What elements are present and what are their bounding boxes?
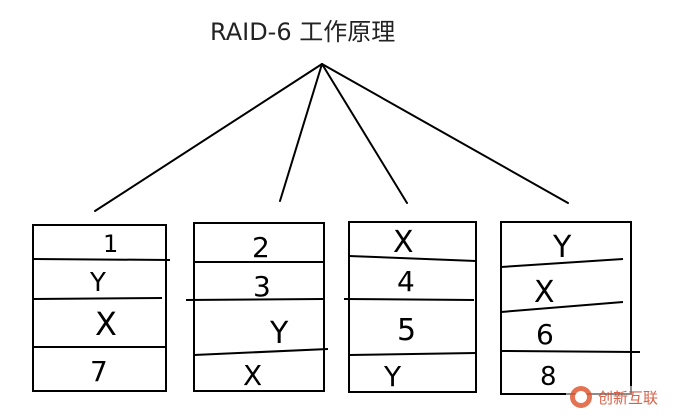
connector-line-disk-4 bbox=[321, 63, 569, 204]
disk-1 bbox=[32, 224, 171, 392]
disk-1-block-1: 1 bbox=[103, 230, 118, 258]
disk-2-blocks: 2 3 Y X bbox=[243, 231, 289, 392]
diagram-title-wrap: RAID-6 工作原理 bbox=[0, 10, 676, 46]
connector-line-disk-3 bbox=[321, 63, 408, 204]
connector-line-disk-2 bbox=[279, 63, 323, 202]
disk-1-block-4: 7 bbox=[90, 355, 108, 388]
disk-1-block-2: Y bbox=[89, 268, 106, 298]
connector-line-disk-1 bbox=[94, 63, 323, 212]
disk-4-block-1: Y bbox=[552, 230, 572, 265]
disk-3-blocks: X 4 5 Y bbox=[383, 225, 416, 393]
disk-1-blocks: 1 Y X 7 bbox=[89, 230, 118, 388]
disk-2-block-4: X bbox=[243, 359, 262, 392]
disk-4-blocks: Y X 6 8 bbox=[534, 230, 572, 392]
disk-4-block-4: 8 bbox=[540, 362, 557, 392]
disk-3-block-4: Y bbox=[383, 360, 402, 393]
disk-4-block-3: 6 bbox=[536, 318, 554, 351]
disk-3-block-2: 4 bbox=[397, 265, 415, 298]
disk-3-block-3: 5 bbox=[397, 313, 416, 348]
disk-3-block-1: X bbox=[393, 225, 414, 260]
disk-3 bbox=[343, 221, 477, 393]
disk-2-block-1: 2 bbox=[252, 231, 270, 264]
diagram-title: RAID-6 工作原理 bbox=[210, 18, 396, 46]
disk-1-block-3: X bbox=[95, 305, 117, 343]
disk-4 bbox=[500, 221, 641, 395]
disk-2-block-2: 3 bbox=[253, 270, 271, 303]
watermark: 创新互联 bbox=[565, 386, 662, 408]
disk-4-block-2: X bbox=[534, 275, 555, 310]
brand-logo-icon bbox=[569, 386, 592, 408]
disk-2 bbox=[185, 222, 329, 392]
watermark-text: 创新互联 bbox=[597, 388, 658, 407]
disk-2-block-3: Y bbox=[269, 316, 289, 351]
